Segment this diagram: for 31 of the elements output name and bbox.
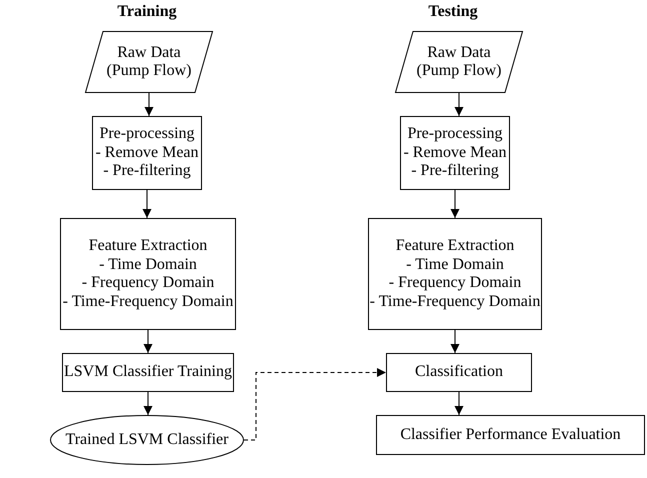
arrow (144, 330, 152, 354)
process-box (62, 353, 234, 392)
process-box (376, 415, 645, 455)
arrow (450, 330, 460, 354)
process-box (386, 353, 532, 392)
node-text: Classification (415, 363, 503, 382)
node-text: Raw Data (Pump Flow) (106, 44, 192, 80)
node-text: Classifier Performance Evaluation (400, 426, 621, 444)
data-parallelogram (395, 31, 523, 93)
process-box (400, 116, 510, 190)
node-text: Feature Extraction - Time Domain - Frequency Domain - Time-Frequency Domain (62, 237, 234, 311)
node-text: Trained LSVM Classifier (66, 430, 228, 450)
column-heading: Testing (428, 3, 478, 21)
node-text: Raw Data (Pump Flow) (416, 44, 502, 80)
arrow (244, 368, 386, 440)
arrow (454, 392, 464, 416)
process-box (368, 218, 542, 330)
process-box (92, 116, 202, 190)
arrow (142, 190, 152, 218)
node-text: Feature Extraction - Time Domain - Frequency Domain - Time-Frequency Domain (370, 237, 540, 311)
arrow (450, 190, 460, 218)
process-box (60, 218, 236, 330)
terminal-ellipse (50, 415, 244, 465)
arrow (144, 392, 152, 416)
node-text: Pre-processing - Remove Mean - Pre-filtering (95, 125, 199, 181)
column-heading: Training (117, 3, 177, 21)
node-text: LSVM Classifier Training (64, 363, 232, 382)
node-text: Pre-processing - Remove Mean - Pre-filtering (403, 125, 507, 181)
arrow (144, 92, 154, 116)
data-parallelogram (85, 31, 213, 93)
arrow (454, 92, 464, 116)
